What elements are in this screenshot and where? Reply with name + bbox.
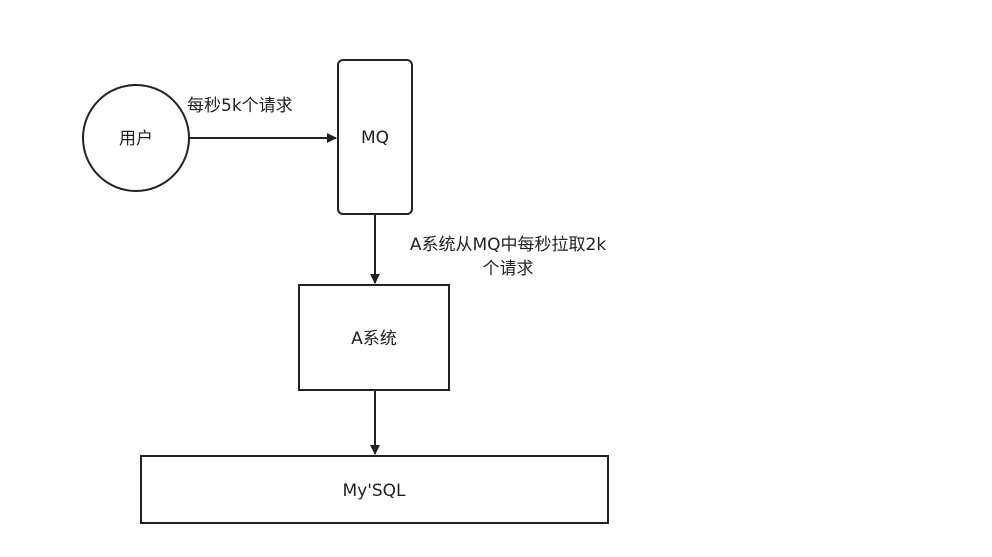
mysql-node: My'SQL (140, 455, 609, 524)
user-node-label: 用户 (119, 129, 153, 149)
system-a-node-label: A系统 (351, 329, 397, 349)
system-a-node: A系统 (298, 284, 450, 391)
edge-mq-to-a-label-line1: A系统从MQ中每秒拉取2k (410, 235, 606, 255)
system-a-node-shape (298, 284, 450, 391)
edge-mq-to-a-label-line2: 个请求 (483, 259, 534, 279)
edge-user-to-mq: 每秒5k个请求 (187, 96, 337, 143)
mq-node: MQ (337, 59, 413, 215)
mysql-node-label: My'SQL (342, 481, 406, 501)
edge-user-to-mq-label: 每秒5k个请求 (187, 96, 293, 116)
user-node: 用户 (82, 84, 190, 192)
edge-mq-to-a: A系统从MQ中每秒拉取2k 个请求 (370, 214, 606, 284)
mq-node-label: MQ (361, 128, 389, 148)
mysql-node-shape (140, 455, 609, 524)
